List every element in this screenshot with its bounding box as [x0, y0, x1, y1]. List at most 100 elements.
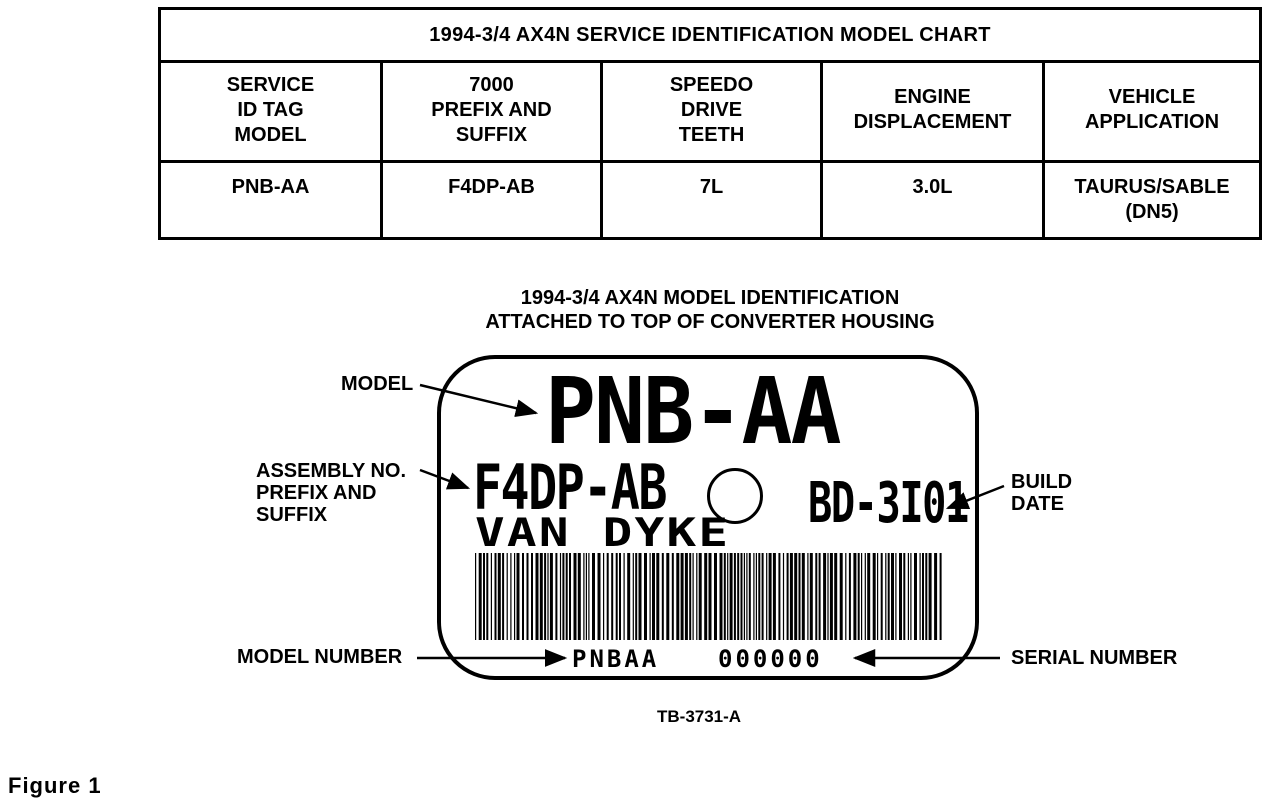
barcode-bar — [606, 553, 609, 640]
barcode-bar — [719, 553, 723, 640]
barcode-bar — [766, 553, 768, 640]
barcode-bar — [845, 553, 847, 640]
barcode-bar — [666, 553, 670, 640]
barcode-bar — [895, 553, 897, 640]
figure-label: Figure 1 — [8, 773, 102, 798]
barcode-bar — [872, 553, 876, 640]
tag-model: PNB-AA — [545, 358, 842, 465]
column-service-id: SERVICE ID TAG MODEL PNB-AA — [161, 60, 383, 237]
barcode-bar — [827, 553, 829, 640]
barcode-bar — [649, 553, 651, 640]
barcode-bar — [867, 553, 871, 640]
barcode-bar — [823, 553, 827, 640]
barcode-bar — [899, 553, 902, 640]
barcode-bar — [753, 553, 755, 640]
cell-prefix-suffix: F4DP-AB — [448, 176, 535, 198]
barcode-bar — [880, 553, 883, 640]
barcode-bar — [478, 553, 482, 640]
barcode-bar — [592, 553, 595, 640]
header-service-id: SERVICE ID TAG MODEL — [161, 60, 380, 163]
barcode-bar — [585, 553, 587, 640]
barcode-bar — [490, 553, 492, 640]
barcode-bar — [907, 553, 909, 640]
barcode-bar — [743, 553, 745, 640]
barcode-bar — [544, 553, 547, 640]
barcode-bar — [794, 553, 798, 640]
barcode-bar — [502, 553, 505, 640]
barcode-bar — [807, 553, 809, 640]
barcode-bar — [623, 553, 625, 640]
barcode-bar — [510, 553, 512, 640]
barcode-bar — [588, 553, 590, 640]
barcode-bar — [755, 553, 757, 640]
barcode-bar — [565, 553, 568, 640]
callout-model-number: MODEL NUMBER — [237, 646, 403, 668]
barcode-bar — [486, 553, 489, 640]
tag-prefix-suffix: F4DP-AB — [473, 451, 667, 524]
column-prefix-suffix: 7000 PREFIX AND SUFFIX F4DP-AB — [383, 60, 603, 237]
barcode-bar — [885, 553, 887, 640]
barcode-bar — [809, 553, 813, 640]
barcode-bar — [733, 553, 736, 640]
column-vehicle-application: VEHICLE APPLICATION TAURUS/SABLE (DN5) — [1045, 60, 1259, 237]
barcode-bar — [644, 553, 647, 640]
barcode-bar — [497, 553, 501, 640]
barcode-bar — [748, 553, 751, 640]
barcode-bar — [547, 553, 549, 640]
barcode-bar — [772, 553, 776, 640]
tag-maker: VAN DYKE — [475, 510, 731, 556]
barcode-bar — [729, 553, 733, 640]
barcode-bar — [861, 553, 863, 640]
barcode-bar — [573, 553, 577, 640]
barcode-bar — [704, 553, 708, 640]
callout-build-date: BUILD DATE — [1011, 471, 1073, 515]
barcode-bar — [698, 553, 702, 640]
barcode-bar — [597, 553, 601, 640]
barcode-bar — [661, 553, 664, 640]
barcode-bar — [569, 553, 571, 640]
figure-caption: 1994-3/4 AX4N MODEL IDENTIFICATION ATTAC… — [485, 287, 935, 333]
barcode-bar — [903, 553, 906, 640]
barcode-bar — [638, 553, 642, 640]
tag-barcode — [475, 553, 942, 640]
barcode-bar — [539, 553, 543, 640]
cell-engine-displacement: 3.0L — [912, 176, 953, 198]
barcode-bar — [583, 553, 585, 640]
barcode-bar — [696, 553, 698, 640]
header-engine-displacement: ENGINE DISPLACEMENT — [823, 60, 1042, 163]
cell-speedo-teeth: 7L — [699, 176, 724, 198]
service-id-chart: 1994-3/4 AX4N SERVICE IDENTIFICATION MOD… — [158, 7, 1262, 240]
barcode-bar — [782, 553, 785, 640]
barcode-bar — [801, 553, 805, 640]
barcode-bar — [925, 553, 928, 640]
cell-service-id: PNB-AA — [231, 176, 310, 198]
barcode-bar — [758, 553, 761, 640]
header-speedo-teeth: SPEEDO DRIVE TEETH — [603, 60, 820, 163]
barcode-bar — [611, 553, 614, 640]
barcode-bar — [708, 553, 712, 640]
barcode-bar — [531, 553, 533, 640]
barcode-bar — [627, 553, 631, 640]
barcode-bar — [891, 553, 894, 640]
barcode-bar — [559, 553, 562, 640]
barcode-bar — [494, 553, 497, 640]
barcode-bar — [727, 553, 729, 640]
callout-assembly: ASSEMBLY NO. PREFIX AND SUFFIX — [256, 460, 407, 526]
barcode-bar — [671, 553, 674, 640]
barcode-bar — [761, 553, 764, 640]
barcode-bar — [910, 553, 912, 640]
header-vehicle-application: VEHICLE APPLICATION — [1045, 60, 1259, 163]
barcode-bar — [778, 553, 781, 640]
barcode-bar — [475, 553, 477, 640]
barcode-bar — [680, 553, 684, 640]
figure-code: TB-3731-A — [657, 707, 742, 726]
barcode-bar — [922, 553, 924, 640]
tag-build-date: BD-3I01 — [808, 471, 969, 536]
barcode-bar — [853, 553, 857, 640]
barcode-bar — [818, 553, 821, 640]
barcode-bar — [839, 553, 843, 640]
column-speedo-teeth: SPEEDO DRIVE TEETH 7L — [603, 60, 823, 237]
barcode-bar — [652, 553, 655, 640]
barcode-bar — [684, 553, 688, 640]
barcode-bar — [768, 553, 772, 640]
